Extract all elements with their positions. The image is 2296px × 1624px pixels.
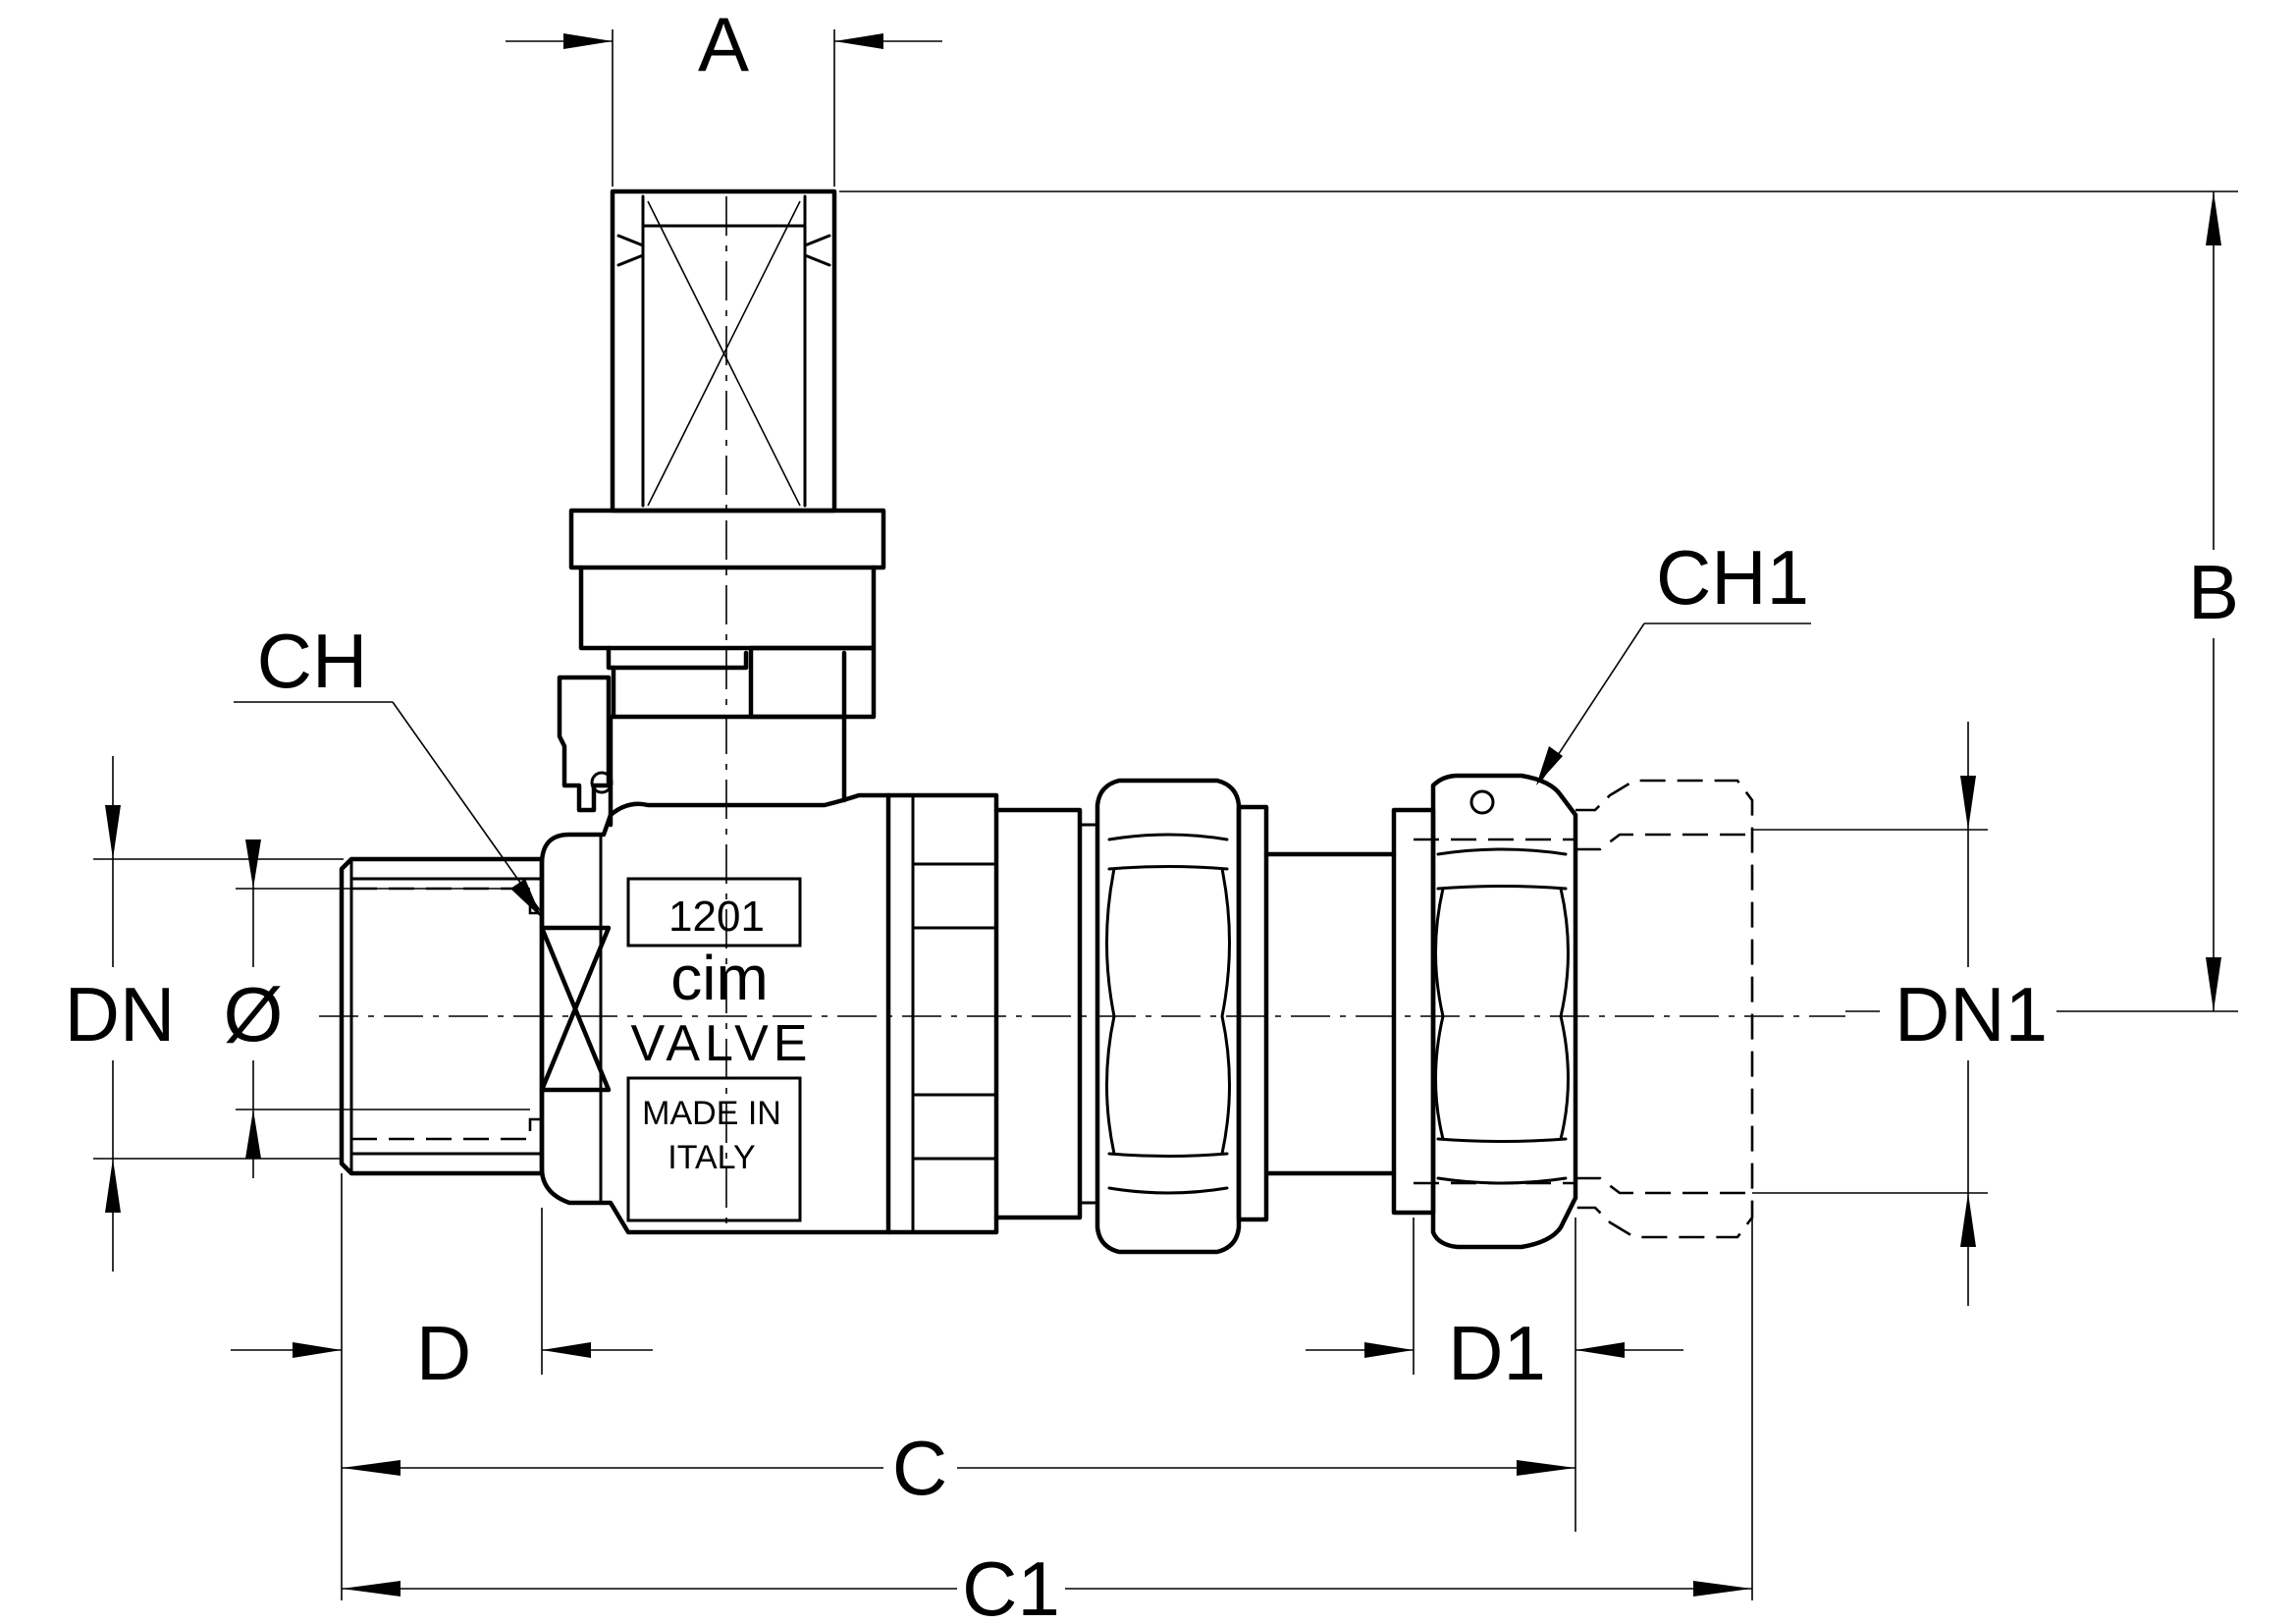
body-hex-section <box>885 792 999 1235</box>
label-b: B <box>2188 549 2239 635</box>
leader-ch1: CH1 <box>1536 534 1811 785</box>
label-c: C <box>892 1425 947 1511</box>
label-dn1: DN1 <box>1895 971 2048 1057</box>
leader-ch: CH <box>234 618 543 918</box>
valve-body <box>539 792 891 1235</box>
union-ring <box>1236 804 1269 1222</box>
label-diameter: Ø <box>224 971 284 1057</box>
dimension-diameter: Ø <box>224 839 530 1178</box>
dimension-c: C <box>342 1425 1575 1511</box>
label-d1: D1 <box>1448 1310 1546 1396</box>
model-number: 1201 <box>668 893 765 941</box>
wrench-flats-ch <box>539 925 612 1093</box>
handle-cap <box>610 189 837 514</box>
end-hex-nut <box>1391 773 1578 1250</box>
body-neck <box>993 807 1096 1220</box>
label-ch1: CH1 <box>1656 534 1809 621</box>
dimension-d: D <box>231 1173 653 1600</box>
dimension-d1: D1 <box>1306 1218 1683 1532</box>
origin-line-2: ITALY <box>667 1139 755 1176</box>
label-dn: DN <box>65 971 176 1057</box>
origin-line-1: MADE IN <box>642 1095 781 1132</box>
brand-logo: cim <box>670 943 769 1013</box>
tailpiece-pipe <box>1263 851 1397 1176</box>
brand-subtitle: VALVE <box>631 1015 813 1072</box>
center-lines <box>319 196 1845 1227</box>
label-a: A <box>698 1 749 87</box>
stem-neck <box>557 675 847 828</box>
dimension-a: A <box>506 1 942 187</box>
phantom-fitting <box>1414 779 1754 1239</box>
label-d: D <box>416 1310 471 1396</box>
dimension-c1: C1 <box>342 1218 1753 1624</box>
handle-collar <box>568 508 886 720</box>
dimension-dn: DN <box>65 756 344 1272</box>
male-thread-end <box>339 856 550 1176</box>
union-hex-nut <box>1095 778 1242 1255</box>
dimension-dn1: DN1 <box>1752 722 2056 1306</box>
label-ch: CH <box>257 618 368 704</box>
body-markings: 1201 cim VALVE MADE IN ITALY <box>631 893 813 1176</box>
label-c1: C1 <box>962 1545 1060 1624</box>
